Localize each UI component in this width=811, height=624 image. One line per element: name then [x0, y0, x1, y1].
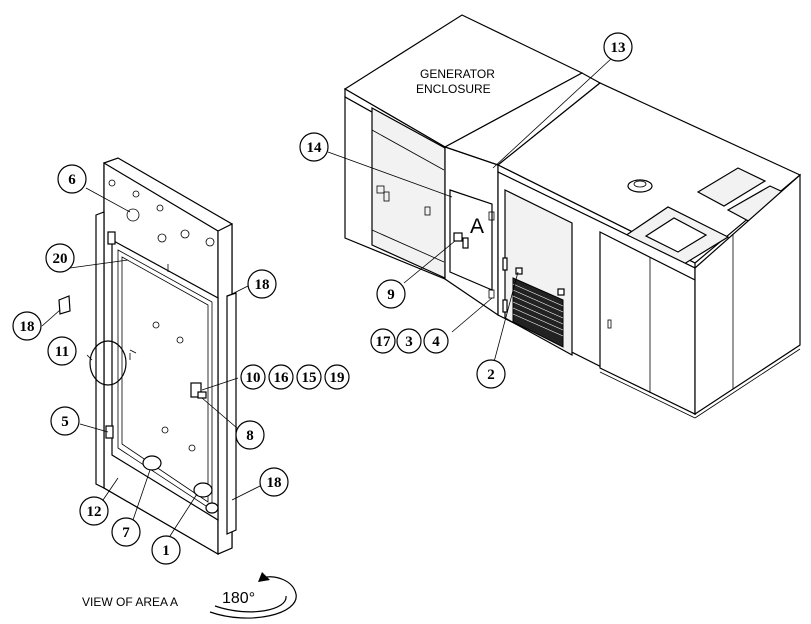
leader-lines-left	[41, 187, 263, 537]
callout-9: 9	[376, 279, 406, 309]
callout-1: 1	[151, 535, 181, 565]
svg-text:18: 18	[267, 475, 282, 491]
svg-text:16: 16	[274, 370, 290, 386]
highlight-ellipse	[89, 340, 127, 386]
callout-4: 4	[423, 328, 449, 354]
callout-18-lower: 18	[259, 467, 289, 497]
callout-bubbles: 13 14 9 17 3 4 2 6 20 18 18 11 10 16 15 …	[12, 32, 633, 565]
callout-16: 16	[268, 364, 294, 390]
generator-enclosure-drawing	[343, 14, 802, 419]
svg-text:2: 2	[487, 367, 495, 383]
leader-lines-right	[327, 57, 613, 363]
svg-text:5: 5	[61, 414, 69, 430]
rotation-arrow-icon	[209, 572, 297, 619]
callout-10: 10	[240, 364, 266, 390]
svg-text:17: 17	[376, 334, 392, 350]
svg-text:10: 10	[246, 370, 261, 386]
svg-text:3: 3	[405, 334, 413, 350]
callout-11: 11	[47, 336, 77, 366]
svg-text:1: 1	[162, 543, 170, 559]
callout-15: 15	[296, 364, 322, 390]
callout-6: 6	[57, 164, 87, 194]
svg-text:19: 19	[330, 370, 345, 386]
svg-text:9: 9	[387, 287, 395, 303]
callout-2: 2	[476, 359, 506, 389]
callout-13: 13	[603, 32, 633, 62]
callout-5: 5	[50, 406, 80, 436]
callout-3: 3	[396, 328, 422, 354]
door-panel-drawing	[95, 157, 237, 556]
svg-text:4: 4	[432, 334, 440, 350]
svg-text:14: 14	[307, 140, 323, 156]
door-letter-label: A	[470, 215, 484, 238]
svg-text:6: 6	[68, 172, 76, 188]
svg-text:7: 7	[122, 525, 130, 541]
svg-text:15: 15	[302, 370, 317, 386]
svg-text:18: 18	[20, 319, 35, 335]
svg-text:8: 8	[246, 428, 254, 444]
callout-7: 7	[111, 517, 141, 547]
svg-text:12: 12	[87, 504, 102, 520]
callout-18-loose: 18	[12, 311, 42, 341]
callout-8: 8	[235, 420, 265, 450]
callout-17: 17	[370, 328, 396, 354]
generator-label-line2: ENCLOSURE	[416, 82, 491, 96]
callout-18-upper: 18	[247, 269, 277, 299]
svg-text:20: 20	[53, 251, 68, 267]
rotation-label: 180°	[222, 590, 255, 607]
callout-12: 12	[79, 496, 109, 526]
callout-14: 14	[299, 132, 329, 162]
callout-19: 19	[324, 364, 350, 390]
loose-bracket-part	[58, 295, 71, 315]
svg-text:13: 13	[611, 40, 626, 56]
view-caption: VIEW OF AREA A	[82, 595, 178, 609]
svg-text:11: 11	[55, 344, 69, 360]
callout-20: 20	[45, 243, 75, 273]
svg-text:18: 18	[255, 277, 270, 293]
generator-label-line1: GENERATOR	[420, 67, 495, 81]
